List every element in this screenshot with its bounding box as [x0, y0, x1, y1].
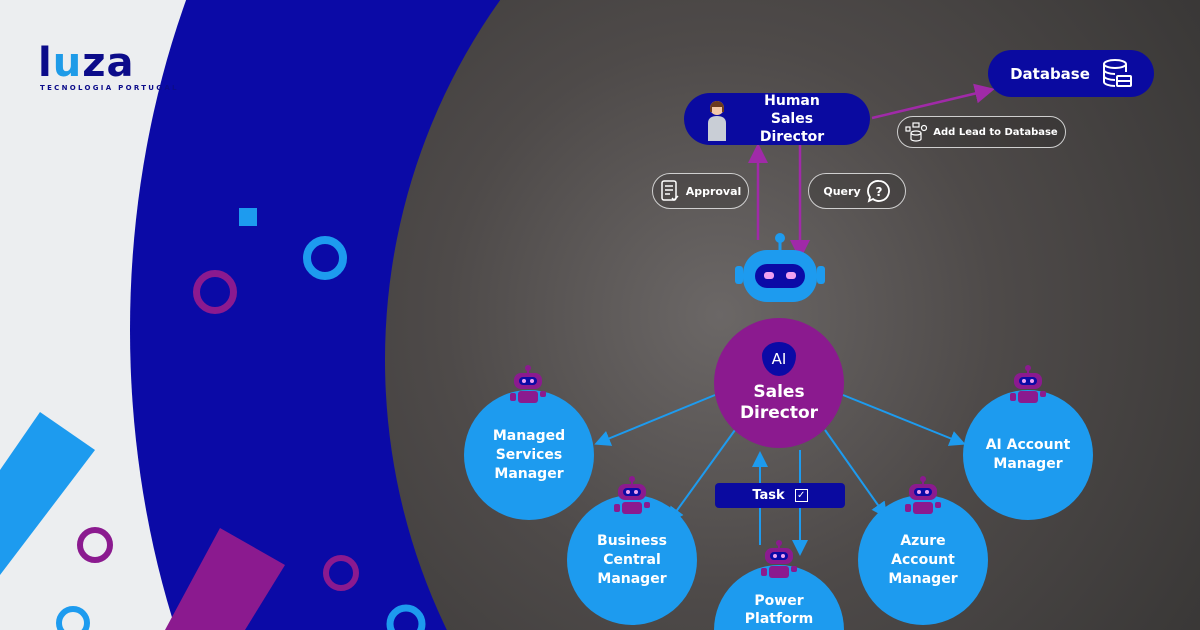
agent-managed-services: Managed Services Manager	[464, 390, 594, 520]
robot-head-icon	[735, 233, 825, 302]
square-decoration	[239, 208, 257, 226]
checklist-icon	[660, 180, 679, 202]
person-avatar-icon	[706, 99, 728, 141]
ai-badge-icon: AI	[762, 342, 796, 376]
robot-icon	[760, 540, 798, 579]
ring-decoration	[56, 606, 90, 630]
human-sales-director-label: Human Sales Director	[759, 93, 825, 145]
add-lead-label: Add Lead to Database	[897, 116, 1066, 148]
robot-icon	[509, 365, 547, 404]
database-flow-icon	[905, 122, 928, 142]
approval-label: Approval	[652, 173, 749, 209]
query-label: Query ?	[808, 173, 906, 209]
robot-icon	[613, 476, 651, 515]
agent-business-central: Business Central Manager	[567, 495, 697, 625]
agent-azure-account: Azure Account Manager	[858, 495, 988, 625]
svg-text:?: ?	[875, 185, 882, 199]
agent-ai-account: AI Account Manager	[963, 390, 1093, 520]
database-label: Database	[1010, 64, 1090, 83]
human-sales-director-node: Human Sales Director	[684, 93, 870, 145]
ring-decoration	[193, 270, 237, 314]
ring-decoration	[77, 527, 113, 563]
luza-logo: luza	[38, 40, 135, 86]
ring-decoration	[303, 236, 347, 280]
database-icon	[1102, 58, 1132, 87]
ai-sales-director-label: Sales Director	[739, 382, 819, 423]
question-bubble-icon: ?	[866, 180, 890, 203]
ring-decoration	[386, 604, 426, 630]
database-node: Database	[988, 50, 1154, 97]
ring-decoration	[323, 555, 359, 591]
checkbox-icon: ✓	[794, 489, 808, 502]
logo-tagline: TECNOLOGIA PORTUGAL	[40, 84, 179, 92]
task-label: Task ✓	[715, 483, 845, 508]
robot-icon	[904, 476, 942, 515]
ai-sales-director-node: AI Sales Director	[714, 318, 844, 448]
robot-icon	[1009, 365, 1047, 404]
